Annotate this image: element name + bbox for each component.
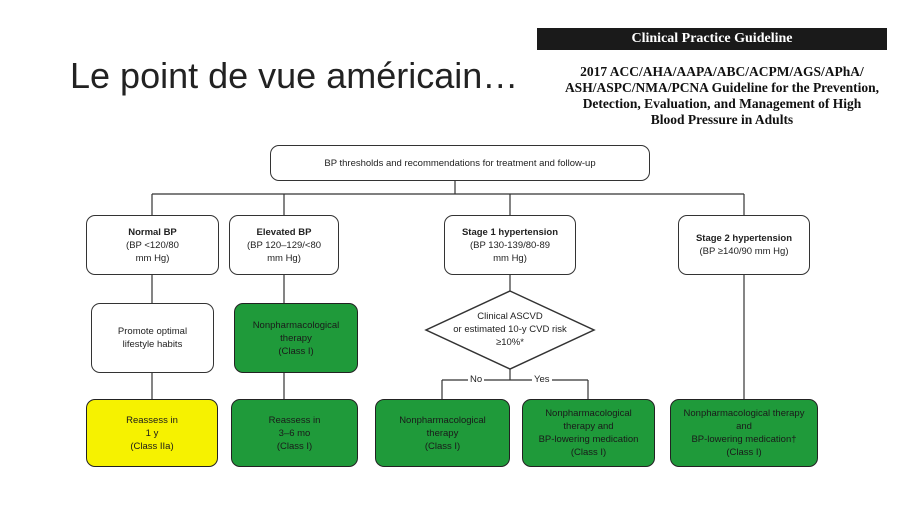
stage2-range: (BP ≥140/90 mm Hg) bbox=[699, 246, 789, 257]
lifestyle-line: lifestyle habits bbox=[122, 339, 183, 350]
stage2-therapy-box: Nonpharmacological therapy and BP-loweri… bbox=[670, 399, 818, 467]
stage2-box: Stage 2 hypertension (BP ≥140/90 mm Hg) bbox=[678, 215, 810, 275]
lifestyle-line: Promote optimal bbox=[117, 326, 188, 337]
decision-diamond bbox=[424, 290, 596, 370]
stage1-no-box: Nonpharmacological therapy (Class I) bbox=[375, 399, 510, 467]
branch-no-label: No bbox=[468, 374, 485, 385]
elevated-nonpharm-box: Nonpharmacological therapy (Class I) bbox=[234, 303, 358, 373]
therapy-line: therapy bbox=[426, 427, 459, 439]
decision-line: or estimated 10-y CVD risk bbox=[453, 324, 567, 335]
reassess-line: Reassess in bbox=[126, 414, 178, 426]
decision-text: Clinical ASCVD or estimated 10-y CVD ris… bbox=[440, 310, 580, 349]
guideline-title-line: Detection, Evaluation, and Management of… bbox=[582, 96, 862, 111]
normal-bp-range: mm Hg) bbox=[135, 252, 170, 264]
root-box: BP thresholds and recommendations for tr… bbox=[270, 145, 650, 181]
therapy-line: therapy and bbox=[563, 421, 614, 432]
normal-bp-title: Normal BP bbox=[128, 226, 177, 238]
elevated-bp-title: Elevated BP bbox=[256, 226, 312, 238]
therapy-line: Nonpharmacological therapy bbox=[683, 408, 805, 419]
class-label: (Class I) bbox=[726, 447, 762, 458]
therapy-line: BP-lowering medication bbox=[538, 434, 639, 445]
reassess-line: Reassess in bbox=[268, 414, 321, 426]
stage2-title: Stage 2 hypertension bbox=[695, 233, 793, 244]
class-label: (Class IIa) bbox=[130, 440, 174, 452]
branch-yes-label: Yes bbox=[532, 374, 552, 385]
elevated-bp-box: Elevated BP (BP 120–129/<80 mm Hg) bbox=[229, 215, 339, 275]
therapy-line: BP-lowering medication† bbox=[691, 434, 797, 445]
guideline-title: 2017 ACC/AHA/AAPA/ABC/ACPM/AGS/APhA/ ASH… bbox=[537, 64, 907, 128]
therapy-line: Nonpharmacological bbox=[399, 414, 486, 426]
nonpharm-line: Nonpharmacological bbox=[252, 319, 340, 331]
normal-bp-range: (BP <120/80 bbox=[126, 239, 179, 251]
root-label: BP thresholds and recommendations for tr… bbox=[324, 157, 596, 169]
stage1-yes-box: Nonpharmacological therapy and BP-loweri… bbox=[522, 399, 655, 467]
therapy-line: and bbox=[736, 421, 752, 432]
class-label: (Class I) bbox=[278, 345, 314, 357]
guideline-title-line: 2017 ACC/AHA/AAPA/ABC/ACPM/AGS/APhA/ bbox=[580, 64, 864, 79]
normal-bp-box: Normal BP (BP <120/80 mm Hg) bbox=[86, 215, 219, 275]
guideline-title-line: ASH/ASPC/NMA/PCNA Guideline for the Prev… bbox=[564, 80, 880, 95]
class-label: (Class I) bbox=[424, 440, 461, 452]
elevated-bp-range: (BP 120–129/<80 bbox=[246, 239, 322, 251]
lifestyle-box: Promote optimal lifestyle habits bbox=[91, 303, 214, 373]
slide-title: Le point de vue américain… bbox=[70, 55, 519, 96]
reassess-1y-box: Reassess in 1 y (Class IIa) bbox=[86, 399, 218, 467]
reassess-line: 1 y bbox=[145, 427, 159, 439]
reassess-3-6mo-box: Reassess in 3–6 mo (Class I) bbox=[231, 399, 358, 467]
decision-line: ≥10%* bbox=[496, 337, 524, 348]
guideline-banner: Clinical Practice Guideline bbox=[537, 28, 887, 50]
class-label: (Class I) bbox=[276, 440, 313, 452]
class-label: (Class I) bbox=[570, 447, 607, 458]
elevated-bp-range: mm Hg) bbox=[267, 252, 301, 264]
stage1-range: mm Hg) bbox=[493, 252, 527, 264]
nonpharm-line: therapy bbox=[280, 332, 312, 344]
reassess-line: 3–6 mo bbox=[278, 427, 311, 439]
stage1-box: Stage 1 hypertension (BP 130-139/80-89 m… bbox=[444, 215, 576, 275]
decision-line: Clinical ASCVD bbox=[477, 311, 543, 322]
guideline-title-line: Blood Pressure in Adults bbox=[650, 112, 794, 127]
stage1-range: (BP 130-139/80-89 bbox=[469, 239, 551, 251]
therapy-line: Nonpharmacological bbox=[545, 408, 632, 419]
stage1-title: Stage 1 hypertension bbox=[461, 226, 559, 238]
